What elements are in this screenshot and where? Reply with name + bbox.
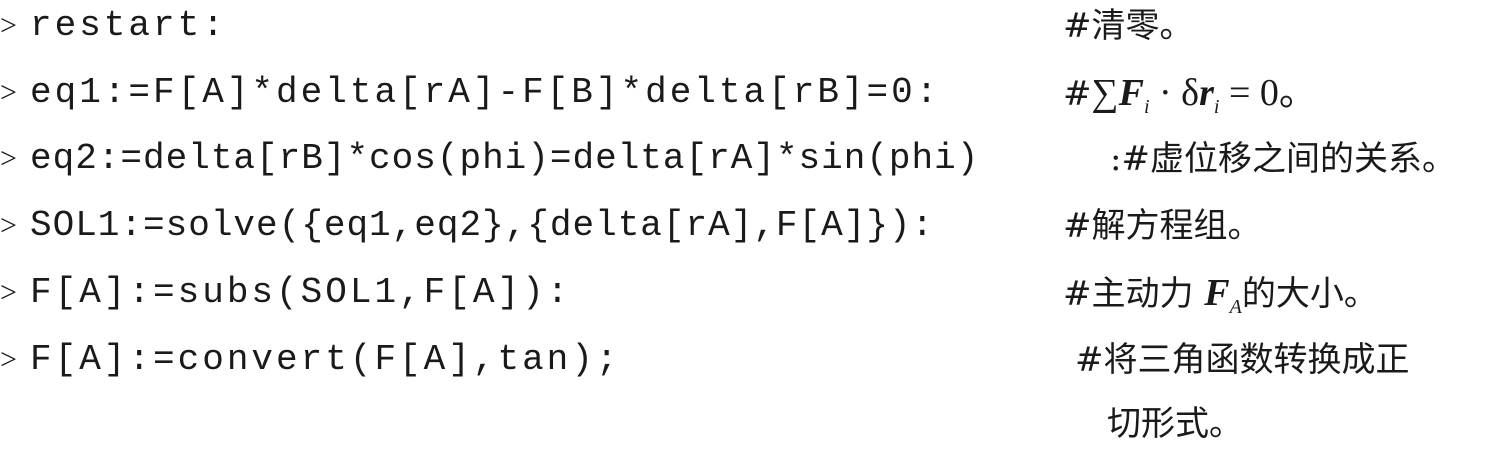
code-text: restart: xyxy=(30,5,227,46)
prompt-marker: > xyxy=(0,209,17,242)
comment-suffix: 的大小。 xyxy=(1241,274,1378,314)
equals-zero: = 0。 xyxy=(1219,72,1317,114)
dot-delta: · δ xyxy=(1149,72,1200,114)
comment-prefix: #主动力 xyxy=(1063,274,1205,314)
code-text: F[A]:=subs(SOL1,F[A]): xyxy=(30,272,572,313)
r-symbol: r xyxy=(1199,72,1214,114)
force-symbol: F xyxy=(1204,272,1230,314)
code-text: SOL1:=solve({eq1,eq2},{delta[rA],F[A]}): xyxy=(30,205,935,246)
index-a: A xyxy=(1229,296,1242,318)
prompt-marker: > xyxy=(0,9,17,42)
prompt-marker: > xyxy=(0,142,17,175)
prompt-marker: > xyxy=(0,76,17,109)
index-i: i xyxy=(1213,96,1220,118)
index-i: i xyxy=(1143,96,1150,118)
comment-text: #将三角函数转换成正 xyxy=(1075,340,1410,380)
prompt-marker: > xyxy=(0,276,17,309)
comment-text: #解方程组。 xyxy=(1063,206,1262,246)
comment-text: #清零。 xyxy=(1063,6,1194,46)
prompt-marker: > xyxy=(0,343,17,376)
comment-text: :#虚位移之间的关系。 xyxy=(1110,139,1456,179)
code-text: eq1:=F[A]*delta[rA]-F[B]*delta[rB]=0: xyxy=(30,72,941,113)
sum-symbol: ∑ xyxy=(1091,72,1119,114)
comment-formula: #∑Fi · δri = 0。 xyxy=(1063,67,1317,133)
comment-hash: # xyxy=(1063,74,1092,114)
comment-continuation: 切形式。 xyxy=(1107,404,1243,444)
code-text: F[A]:=convert(F[A],tan); xyxy=(30,339,621,380)
comment-formula: #主动力 FA的大小。 xyxy=(1063,267,1378,333)
code-text: eq2:=delta[rB]*cos(phi)=delta[rA]*sin(ph… xyxy=(30,138,980,179)
force-symbol: F xyxy=(1118,72,1144,114)
